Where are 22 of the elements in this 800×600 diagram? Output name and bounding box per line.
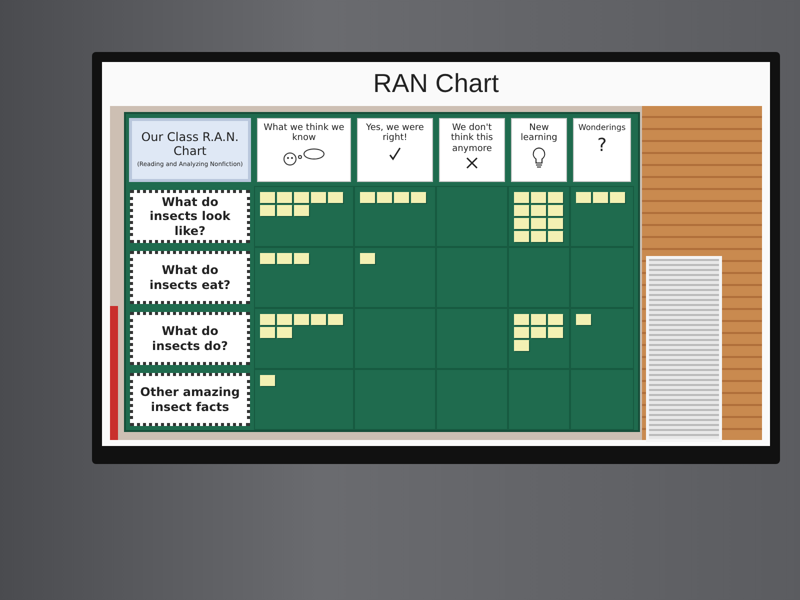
question-mark-symbol: ? (597, 135, 607, 156)
question-text: What do insects look like? (148, 194, 232, 238)
question-text: What do insects do? (151, 324, 229, 353)
column-header-card (573, 118, 631, 182)
chart-title-card (129, 118, 251, 182)
card-title: Our Class R.A.N. Chart (140, 131, 240, 159)
column-header-card (511, 118, 567, 182)
column-header-card (257, 118, 351, 182)
column-heading: Wonderings (578, 123, 626, 132)
column-heading: New learning (520, 123, 558, 144)
question-text: What do insects eat? (148, 263, 232, 292)
column-heading: We don't think this anymore (450, 123, 494, 154)
column-header-card (439, 118, 505, 182)
question-card (130, 312, 250, 365)
question-card (130, 251, 250, 304)
question-card (130, 190, 250, 243)
question-text: Other amazing insect facts (139, 385, 241, 414)
column-header-card (357, 118, 433, 182)
slide-title: RAN Chart (373, 68, 499, 99)
column-heading: Yes, we were right! (365, 123, 425, 144)
column-heading: What we think we know (262, 123, 346, 144)
question-card (130, 373, 250, 426)
